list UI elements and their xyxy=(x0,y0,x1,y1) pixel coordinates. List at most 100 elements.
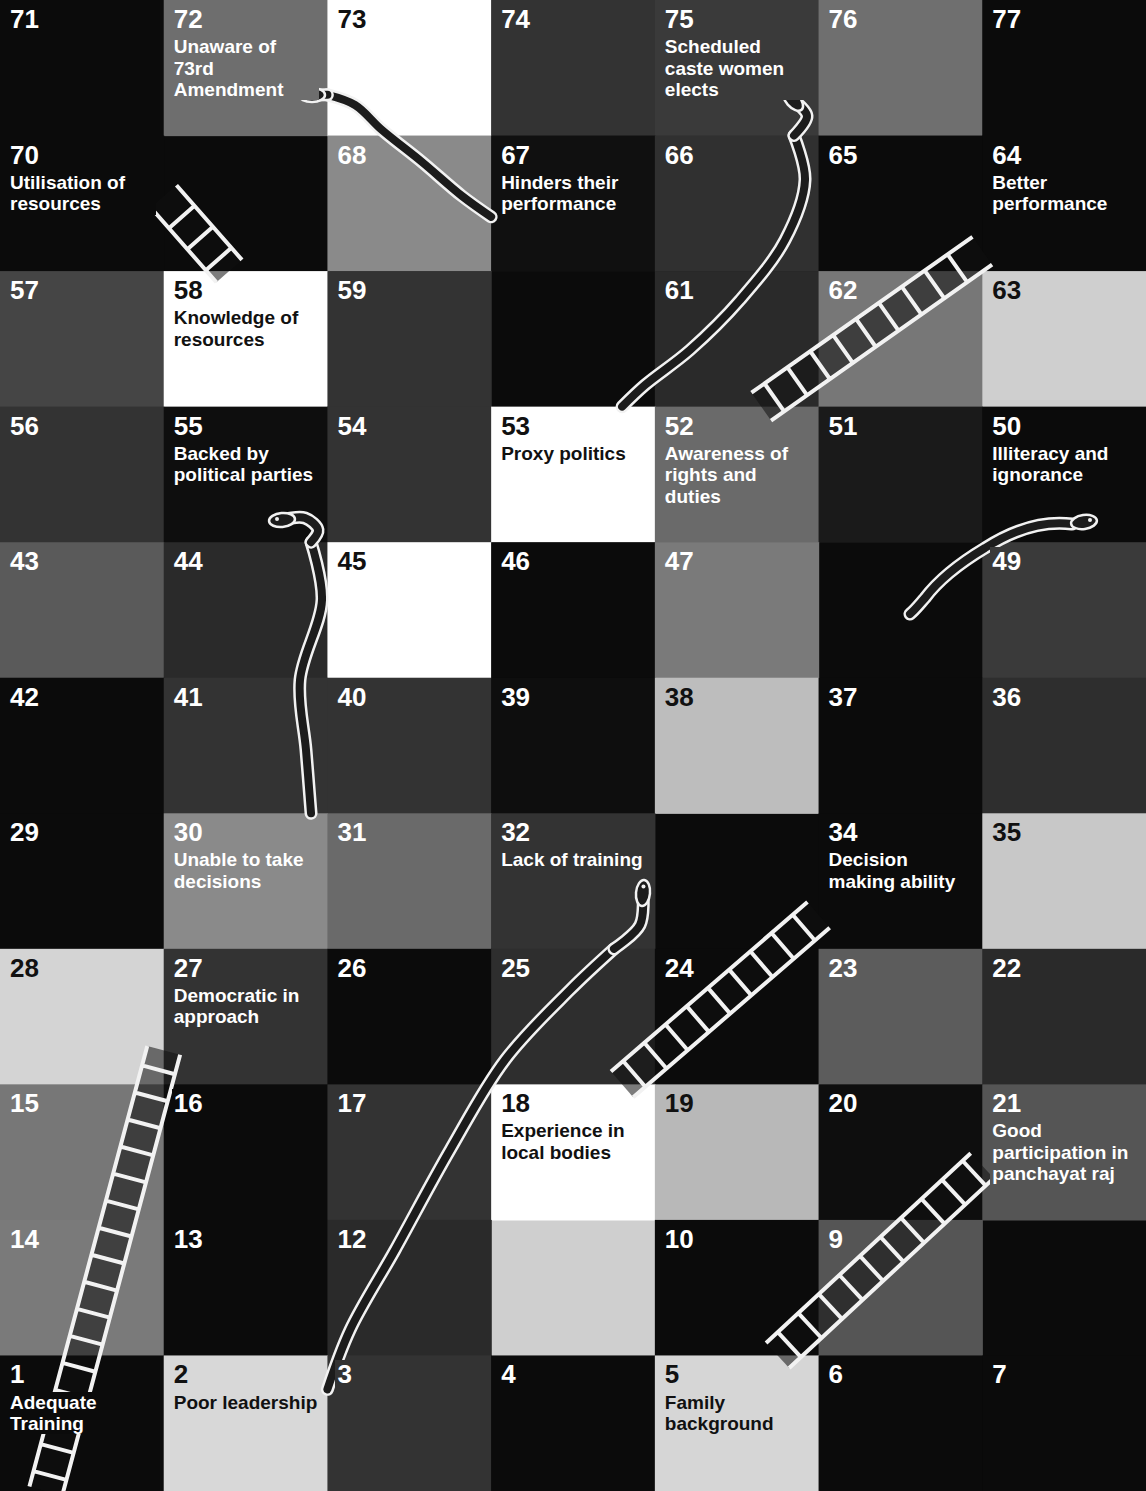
square-number: 57 xyxy=(8,276,41,304)
board-square: 44 xyxy=(164,542,328,678)
board-square: 70Utilisation of resources xyxy=(0,136,164,272)
snake-body xyxy=(622,136,805,407)
square-fill xyxy=(819,678,983,814)
square-number: 13 xyxy=(172,1225,205,1253)
board-square: 29 xyxy=(0,813,164,949)
square-number: 38 xyxy=(663,683,696,711)
square-fill xyxy=(982,949,1146,1085)
board-square: 37 xyxy=(819,678,983,814)
square-number: 58 xyxy=(172,276,205,304)
square-number: 71 xyxy=(8,5,41,33)
square-number: 41 xyxy=(172,683,205,711)
square-fill xyxy=(982,1084,1146,1220)
ladder xyxy=(151,185,242,282)
ladder-back xyxy=(751,237,992,421)
ladder xyxy=(611,902,830,1097)
snake-body-outline xyxy=(327,95,491,217)
square-number: 6 xyxy=(827,1360,845,1388)
square-number: 20 xyxy=(827,1089,860,1117)
board-square: 46 xyxy=(491,542,655,678)
ladder-rails xyxy=(611,902,830,1097)
square-number: 25 xyxy=(499,954,532,982)
board-square: 47 xyxy=(655,542,819,678)
square-number: 18 xyxy=(499,1089,532,1117)
square-number: 37 xyxy=(827,683,860,711)
board-square: 18Experience in local bodies xyxy=(491,1084,655,1220)
ladder xyxy=(766,1153,994,1368)
board-square: 26 xyxy=(327,949,491,1085)
board-square: 71 xyxy=(0,0,164,136)
board-square: 50Illiteracy and ignorance xyxy=(982,407,1146,543)
board-square: 19 xyxy=(655,1084,819,1220)
square-number: 24 xyxy=(663,954,696,982)
square-number: 75 xyxy=(663,5,696,33)
square-fill xyxy=(982,271,1146,407)
square-fill xyxy=(327,1355,491,1491)
square-label: Awareness of rights and duties xyxy=(663,443,811,507)
square-label: Backed by political parties xyxy=(172,443,320,486)
board-square: 23 xyxy=(819,949,983,1085)
ladder-rails xyxy=(751,237,992,421)
board-square: 24 xyxy=(655,949,819,1085)
square-label: Democratic in approach xyxy=(172,985,320,1028)
square-number: 54 xyxy=(335,412,368,440)
snake-eye xyxy=(275,517,279,521)
square-fill xyxy=(491,407,655,543)
board-square: 34Decision making ability xyxy=(819,813,983,949)
board-square: 25 xyxy=(491,949,655,1085)
square-fill xyxy=(164,1084,328,1220)
square-fill xyxy=(982,542,1146,678)
square-label: Good participation in panchayat raj xyxy=(990,1120,1138,1184)
board-square: 6 xyxy=(819,1355,983,1491)
square-fill xyxy=(164,271,328,407)
square-fill xyxy=(491,0,655,136)
square-fill xyxy=(655,0,819,136)
square-number: 9 xyxy=(827,1225,845,1253)
square-number: 72 xyxy=(172,5,205,33)
snake-body xyxy=(327,949,614,1390)
square-fill xyxy=(164,0,328,136)
square-number: 50 xyxy=(990,412,1023,440)
board-square: 1Adequate Training xyxy=(0,1355,164,1491)
square-number: 34 xyxy=(827,818,860,846)
board-square: 2Poor leadership xyxy=(164,1355,328,1491)
square-fill xyxy=(819,407,983,543)
square-number: 30 xyxy=(172,818,205,846)
snake-body xyxy=(327,95,491,217)
snake-body-outline xyxy=(327,949,614,1390)
board-square: 22 xyxy=(982,949,1146,1085)
square-fill xyxy=(0,407,164,543)
square-number: 45 xyxy=(335,547,368,575)
board-square: 40 xyxy=(327,678,491,814)
square-fill xyxy=(491,678,655,814)
square-number: 46 xyxy=(499,547,532,575)
square-fill xyxy=(327,0,491,136)
board-square: 38 xyxy=(655,678,819,814)
square-number: 51 xyxy=(827,412,860,440)
ladder-rails xyxy=(151,185,242,282)
square-fill xyxy=(819,949,983,1085)
square-fill xyxy=(819,1355,983,1491)
square-number: 70 xyxy=(8,141,41,169)
square-number: 23 xyxy=(827,954,860,982)
square-fill xyxy=(0,678,164,814)
square-fill xyxy=(0,271,164,407)
square-label: Proxy politics xyxy=(499,443,628,464)
board-square: 17 xyxy=(327,1084,491,1220)
board-square: 10 xyxy=(655,1220,819,1356)
square-fill xyxy=(491,813,655,949)
blank-square xyxy=(491,271,655,407)
board-square: 21Good participation in panchayat raj xyxy=(982,1084,1146,1220)
square-fill xyxy=(0,542,164,678)
square-fill xyxy=(491,1084,655,1220)
loose-snake xyxy=(910,513,1098,614)
board-square: 75Scheduled caste women elects xyxy=(655,0,819,136)
board-square: 16 xyxy=(164,1084,328,1220)
square-number: 56 xyxy=(8,412,41,440)
board-square: 64Better performance xyxy=(982,136,1146,272)
square-number: 59 xyxy=(335,276,368,304)
board-square: 74 xyxy=(491,0,655,136)
board-square: 63 xyxy=(982,271,1146,407)
